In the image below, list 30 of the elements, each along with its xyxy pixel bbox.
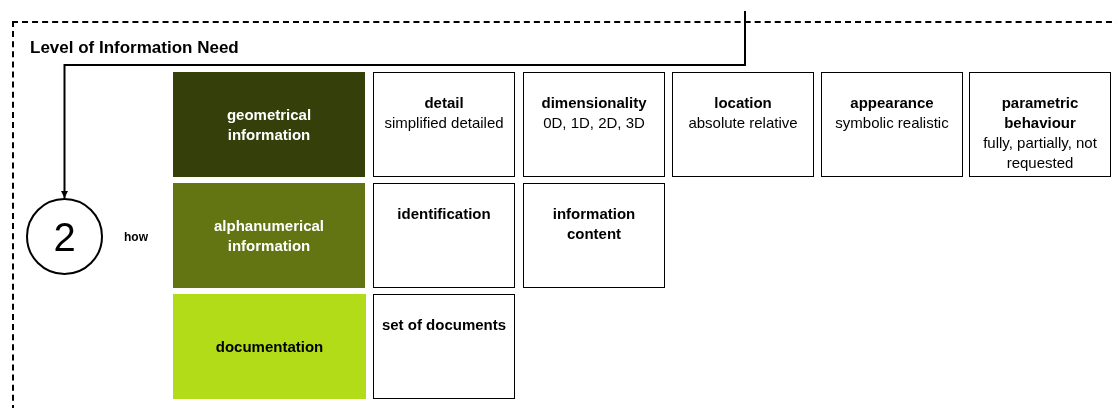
attribute-box <box>821 72 963 177</box>
attribute-values: absolute relative <box>688 113 798 133</box>
category-label: documentation <box>215 336 324 357</box>
connector-arrow <box>61 10 746 199</box>
attribute-title: detail <box>424 93 464 113</box>
step-number: 2 <box>53 214 76 259</box>
attribute-title: dimensionality <box>541 93 647 113</box>
attribute-box <box>969 72 1111 177</box>
attribute-box <box>373 183 515 288</box>
attribute-values: 0D, 1D, 2D, 3D <box>543 113 645 133</box>
attribute-title: information content <box>551 204 637 244</box>
frame-title: Level of Information Need <box>30 37 239 59</box>
side-label: how <box>124 229 148 245</box>
attribute-box <box>523 72 665 177</box>
attribute-title: appearance <box>850 93 934 113</box>
category-box <box>173 183 365 288</box>
category-label: geometrical information <box>225 104 313 145</box>
category-box <box>173 294 366 399</box>
attribute-box <box>523 183 665 288</box>
attribute-box <box>373 294 515 399</box>
category-label: alphanumerical information <box>212 215 325 256</box>
attribute-box <box>672 72 814 177</box>
attribute-title: identification <box>397 204 491 224</box>
attribute-values: fully, partially, not requested <box>982 133 1098 173</box>
category-box <box>173 72 365 177</box>
attribute-title: set of documents <box>381 315 507 335</box>
attribute-values: simplified detailed <box>384 113 504 133</box>
attribute-title: location <box>714 93 772 113</box>
attribute-box <box>373 72 515 177</box>
attribute-values: symbolic realistic <box>835 113 949 133</box>
